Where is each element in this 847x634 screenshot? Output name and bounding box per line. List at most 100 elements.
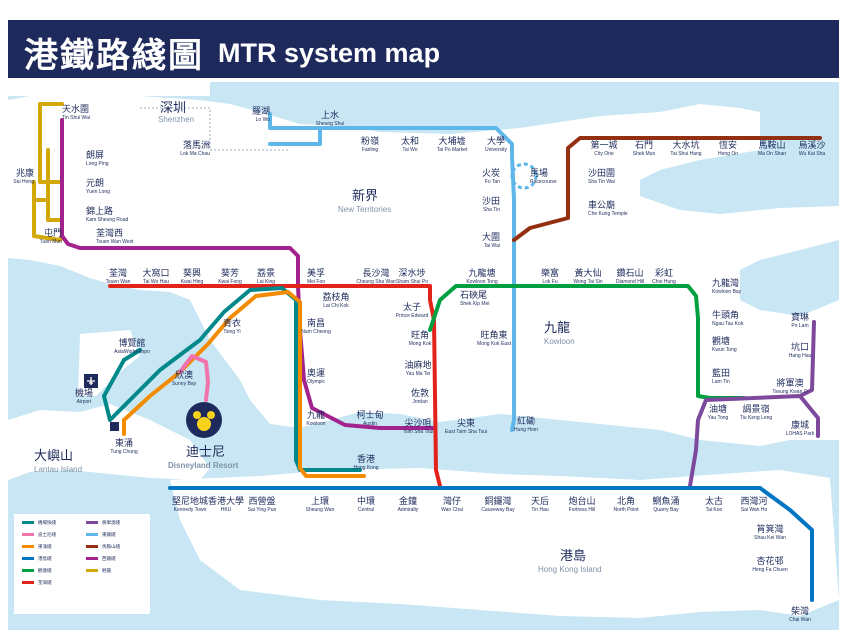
legend-label: 東鐵綫 bbox=[102, 531, 116, 538]
legend-label: 東涌綫 bbox=[38, 543, 52, 550]
region-labels: 深圳 Shenzhen 新界 New Territories 九龍 Kowloo… bbox=[34, 101, 602, 574]
station-name-zh: 元朗 bbox=[86, 177, 104, 189]
station-name-en: Quarry Bay bbox=[653, 507, 679, 513]
legend-label: 將軍澳綫 bbox=[102, 519, 120, 526]
station-name-zh: 東涌 bbox=[115, 437, 133, 449]
station-name-zh: 烏溪沙 bbox=[798, 139, 825, 151]
station-name-en: Austin bbox=[363, 421, 377, 427]
station-name-en: University bbox=[485, 147, 507, 153]
title-chinese: 港鐵路綫圖 bbox=[24, 36, 204, 76]
legend-label: 港島綫 bbox=[38, 555, 52, 562]
station-name-zh: 荔枝角 bbox=[322, 291, 349, 303]
station-name-zh: 牛頭角 bbox=[712, 309, 739, 321]
station-name-en: Sai Wan Ho bbox=[741, 507, 768, 513]
legend-swatch bbox=[22, 521, 34, 524]
station-name-en: Kowloon bbox=[306, 421, 325, 427]
station-name-zh: 香港 bbox=[357, 453, 375, 465]
legend-swatch bbox=[22, 569, 34, 572]
station-name-en: Kowloon Bay bbox=[712, 289, 742, 295]
station-name-en: Fortress Hill bbox=[569, 507, 596, 513]
station-name-zh: 上環 bbox=[311, 496, 329, 507]
station-name-zh: 柴灣 bbox=[791, 605, 809, 617]
legend-label: 馬鞍山綫 bbox=[102, 543, 120, 550]
station-name-zh: 九龍灣 bbox=[712, 277, 739, 289]
station-name-zh: 太和 bbox=[401, 135, 419, 147]
station-name-en: Kam Sheung Road bbox=[86, 217, 128, 223]
station-name-en: Tai Wo Hau bbox=[143, 279, 169, 285]
station-name-en: Yuen Long bbox=[86, 189, 110, 195]
tseung-kwan-o-line bbox=[688, 320, 820, 488]
station-name-zh: 沙田圍 bbox=[588, 168, 615, 179]
station-name-zh: 荃灣西 bbox=[96, 227, 123, 239]
legend-swatch bbox=[22, 581, 34, 584]
station-name-en: Fo Tan bbox=[485, 179, 500, 185]
station-name-zh: 炮台山 bbox=[568, 495, 595, 507]
station-name-en: Sha Tin bbox=[483, 207, 500, 213]
station-name-en: Yau Ma Tei bbox=[406, 371, 431, 377]
station-name-zh: 柯士甸 bbox=[356, 409, 383, 421]
station-name-en: Central bbox=[358, 507, 374, 513]
station-name-zh: 馬場 bbox=[530, 167, 548, 179]
station-name-zh: 九龍 bbox=[307, 409, 325, 421]
station-name-en: Tsing Yi bbox=[223, 329, 240, 335]
station-name-en: Olympic bbox=[307, 379, 326, 385]
station-name-en: North Point bbox=[613, 507, 639, 513]
station-name-en: Tseung Kwan O bbox=[772, 389, 807, 395]
station-name-zh: 美孚 bbox=[307, 267, 325, 279]
station-name-en: Lai King bbox=[257, 279, 275, 285]
cable-car-icon bbox=[110, 422, 119, 431]
station-name-zh: 南昌 bbox=[307, 317, 325, 329]
station-name-zh: 筲箕灣 bbox=[756, 523, 783, 535]
tsuen-wan-line bbox=[108, 284, 442, 488]
legend-swatch bbox=[22, 557, 34, 560]
station-name-zh: 博覽館 bbox=[118, 337, 145, 349]
station-name-en: Sha Tin Wai bbox=[588, 179, 615, 185]
station-name-zh: 馬鞍山 bbox=[758, 139, 785, 151]
station-name-en: Racecourse bbox=[530, 179, 557, 185]
station-name-zh: 彩虹 bbox=[655, 268, 673, 279]
station-name-en: Tin Hau bbox=[531, 507, 549, 513]
region-shenzhen-en: Shenzhen bbox=[158, 115, 194, 124]
station-name-zh: 葵芳 bbox=[221, 267, 239, 279]
region-hki-en: Hong Kong Island bbox=[538, 565, 602, 574]
disneyland-line bbox=[178, 354, 210, 402]
station-name-en: Lo Wu bbox=[256, 117, 271, 123]
station-name-zh: 火炭 bbox=[482, 168, 500, 179]
station-name-en: Shau Kei Wan bbox=[754, 535, 786, 541]
station-name-en: Hong Kong bbox=[353, 465, 378, 471]
station-name-en: Mong Kok East bbox=[477, 341, 512, 347]
station-name-zh: 康城 bbox=[791, 419, 809, 431]
station-name-en: LOHAS Park bbox=[786, 431, 815, 437]
station-name-en: Tai Koo bbox=[706, 507, 723, 513]
station-name-en: Tai Po Market bbox=[437, 147, 468, 153]
